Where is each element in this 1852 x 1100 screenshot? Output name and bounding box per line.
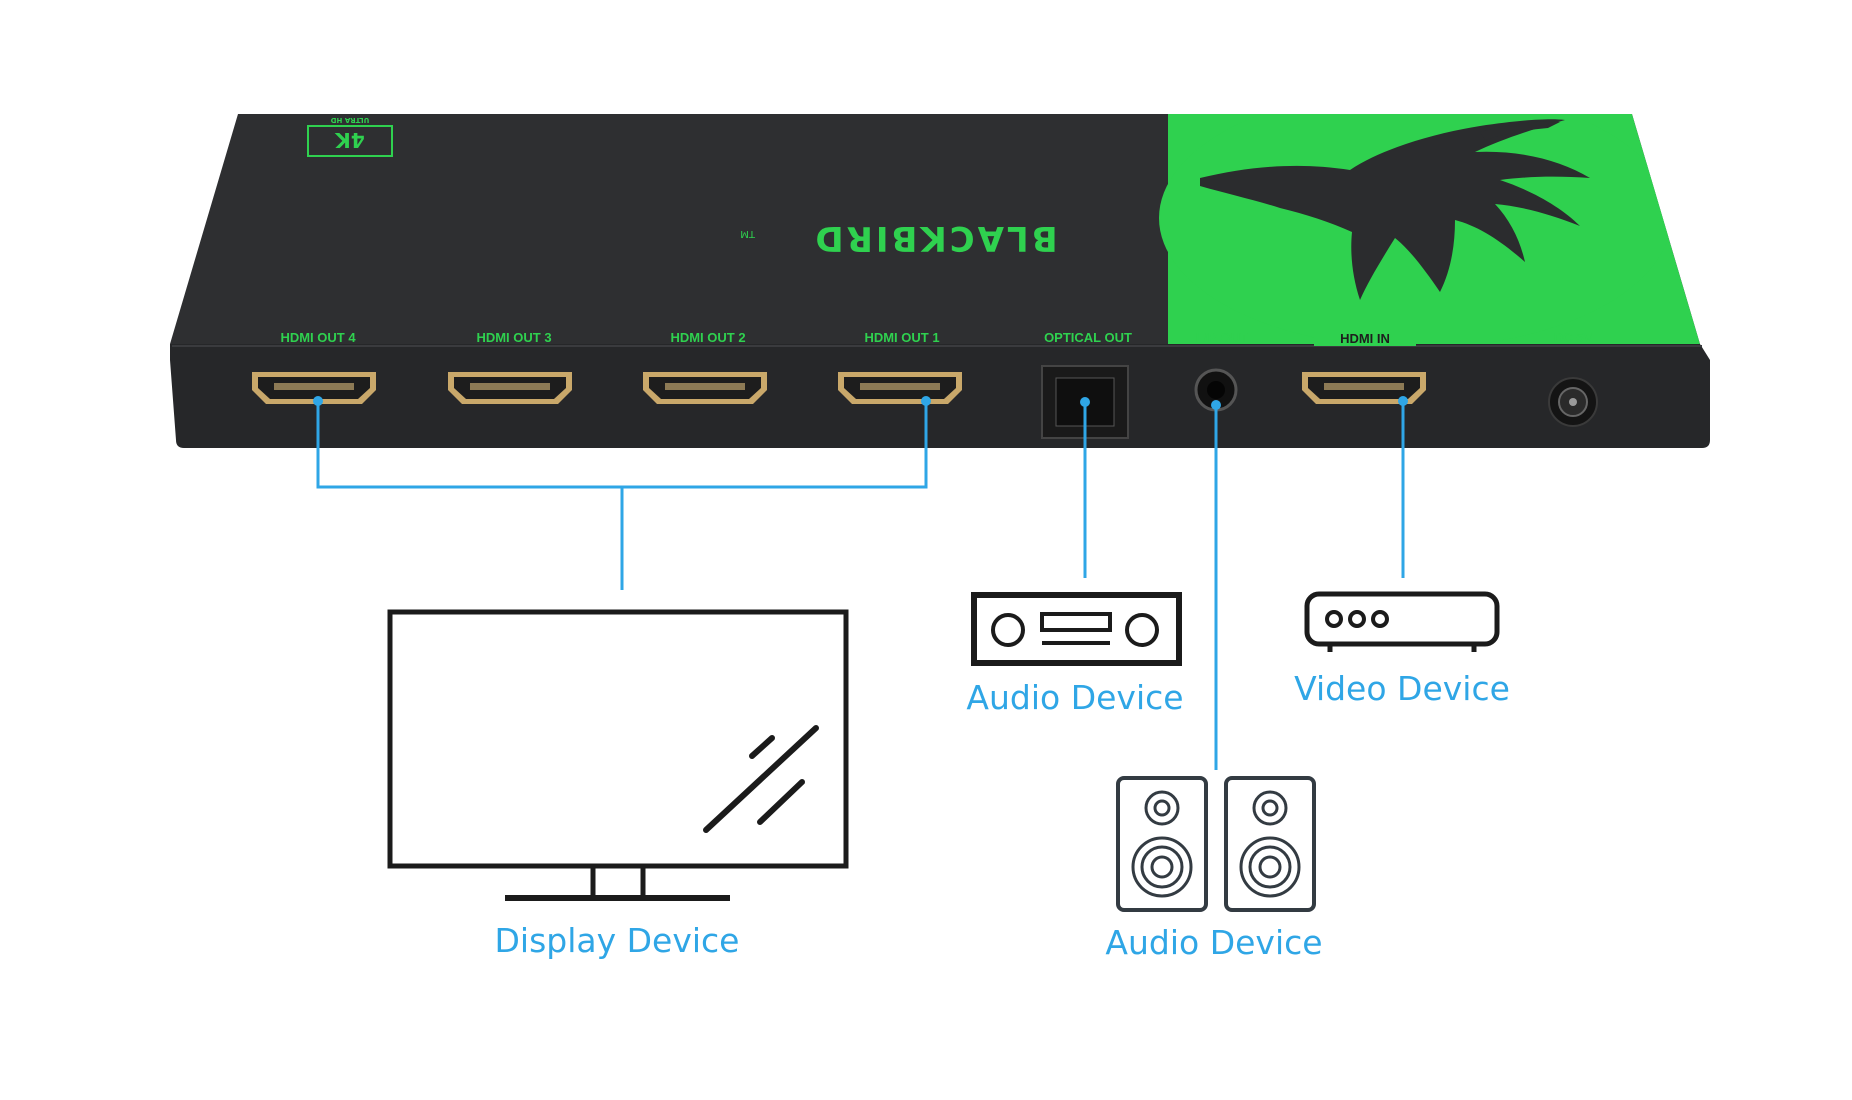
display-device-label: Display Device xyxy=(495,921,740,960)
label-dc-5v: DC 5V xyxy=(1554,330,1593,345)
audio-receiver-device: Audio Device xyxy=(966,592,1184,717)
video-device-label: Video Device xyxy=(1294,669,1510,708)
badge-main-text: 4K xyxy=(334,128,365,152)
splitter-device: BLACKBIRD TM 4K ULTRA HD HDMI OUT 4 HDMI… xyxy=(170,114,1710,448)
speaker-left-icon xyxy=(1116,776,1208,912)
video-device: Video Device xyxy=(1294,591,1510,708)
audio-receiver-label: Audio Device xyxy=(966,678,1183,717)
hdmi-in-label-bg xyxy=(1314,330,1416,346)
label-hdmi-out-4: HDMI OUT 4 xyxy=(280,330,356,345)
label-hdmi-out-1: HDMI OUT 1 xyxy=(864,330,939,345)
label-optical-out: OPTICAL OUT xyxy=(1044,330,1132,345)
hdmi-out-2-port[interactable] xyxy=(643,372,767,404)
hdmi-out-1-port[interactable] xyxy=(838,372,962,404)
video-player-icon xyxy=(1304,591,1500,652)
brand-logo: BLACKBIRD TM xyxy=(740,218,1057,258)
dc-5v-port[interactable] xyxy=(1548,377,1598,427)
speakers-label: Audio Device xyxy=(1105,923,1322,962)
audio-receiver-icon xyxy=(971,592,1182,666)
label-hdmi-out-3: HDMI OUT 3 xyxy=(476,330,551,345)
speakers-device: Audio Device xyxy=(1105,776,1323,962)
display-device: Display Device xyxy=(387,609,849,960)
4k-badge: 4K ULTRA HD xyxy=(307,116,393,157)
bird-logo-icon xyxy=(1200,119,1590,300)
label-hdmi-out-2: HDMI OUT 2 xyxy=(670,330,745,345)
speaker-right-icon xyxy=(1224,776,1316,912)
hdmi-in-port[interactable] xyxy=(1302,372,1426,404)
brand-trademark: TM xyxy=(740,228,756,239)
label-lr-out: L/R OUT xyxy=(1196,330,1248,345)
hdmi-out-3-port[interactable] xyxy=(448,372,572,404)
hdmi-out-4-port[interactable] xyxy=(252,372,376,404)
label-hdmi-in: HDMI IN xyxy=(1340,331,1390,346)
badge-sub-text: ULTRA HD xyxy=(330,116,369,124)
connection-wires xyxy=(313,396,1408,770)
brand-name: BLACKBIRD xyxy=(812,218,1057,258)
tv-icon xyxy=(387,609,849,901)
